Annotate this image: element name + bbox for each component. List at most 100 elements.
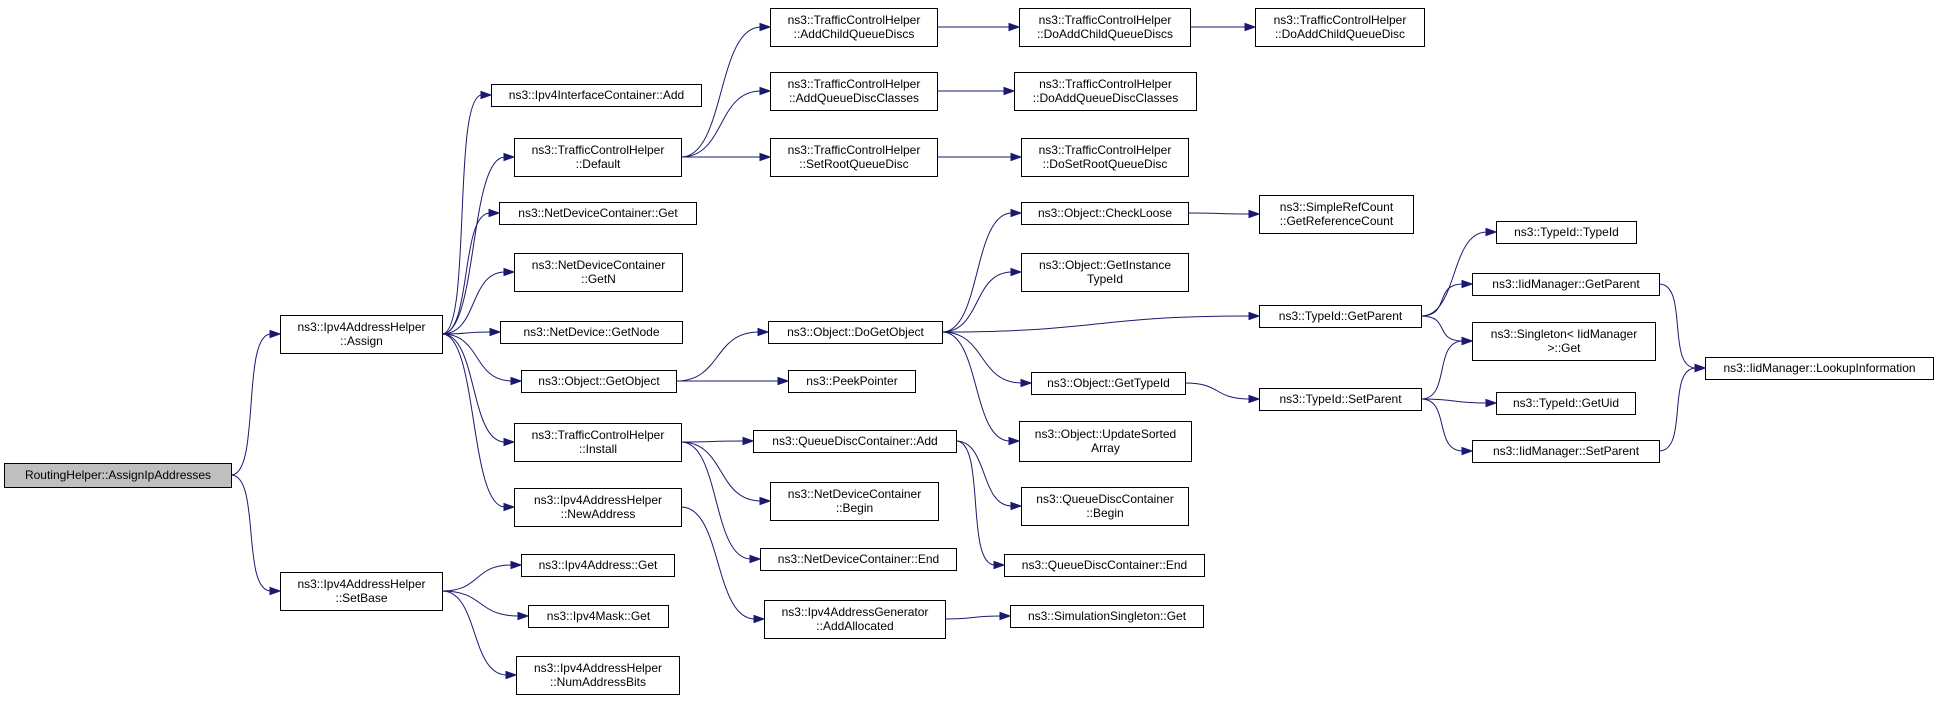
node-label-line: ::Assign <box>340 334 383 348</box>
function-node-newAddress[interactable]: ns3::Ipv4AddressHelper::NewAddress <box>514 488 682 527</box>
node-box <box>764 600 946 639</box>
function-node-tchDefault[interactable]: ns3::TrafficControlHelper::Default <box>514 138 682 177</box>
node-box <box>280 315 443 354</box>
function-node-qdcAdd[interactable]: ns3::QueueDiscContainer::Add <box>753 430 957 453</box>
function-node-ipv4AddrGet[interactable]: ns3::Ipv4Address::Get <box>521 554 675 577</box>
call-edge-tchInstall-to-qdcAdd <box>680 436 755 446</box>
function-node-typeIdTypeId[interactable]: ns3::TypeId::TypeId <box>1496 221 1637 244</box>
arrowhead <box>759 496 772 506</box>
node-box <box>514 138 682 177</box>
node-box <box>1259 305 1422 328</box>
call-edge-doGetObject-to-updateSortedArray <box>941 331 1021 446</box>
node-label-line: ::DoAddChildQueueDisc <box>1275 27 1405 41</box>
node-label-line: ns3::IidManager::LookupInformation <box>1723 361 1915 375</box>
function-node-maskGet[interactable]: ns3::Ipv4Mask::Get <box>528 605 669 628</box>
call-edge-iidSetParent-to-lookupInfo <box>1658 363 1707 452</box>
function-node-routing[interactable]: RoutingHelper::AssignIpAddresses <box>4 463 232 488</box>
function-node-numAddrBits[interactable]: ns3::Ipv4AddressHelper::NumAddressBits <box>516 656 680 695</box>
function-node-objGetTypeId[interactable]: ns3::Object::GetTypeId <box>1031 372 1186 395</box>
function-node-checkLoose[interactable]: ns3::Object::CheckLoose <box>1021 202 1189 225</box>
call-edge-setbase-to-maskGet <box>441 590 530 621</box>
function-node-addQDClasses[interactable]: ns3::TrafficControlHelper::AddQueueDiscC… <box>770 72 938 111</box>
function-node-qdcBegin[interactable]: ns3::QueueDiscContainer::Begin <box>1021 487 1189 526</box>
function-node-doGetObject[interactable]: ns3::Object::DoGetObject <box>768 321 943 344</box>
node-label-line: ns3::Object::UpdateSorted <box>1035 427 1176 441</box>
node-box <box>1021 253 1189 292</box>
node-label-line: ::DoSetRootQueueDisc <box>1043 157 1168 171</box>
function-node-addChildQD[interactable]: ns3::TrafficControlHelper::AddChildQueue… <box>770 8 938 47</box>
function-node-objGetObject[interactable]: ns3::Object::GetObject <box>521 370 677 393</box>
arrowhead <box>993 560 1006 570</box>
node-box <box>1472 440 1660 463</box>
call-edge-assign-to-ndcGetN <box>441 267 516 335</box>
arrowhead <box>999 611 1012 621</box>
function-node-setbase[interactable]: ns3::Ipv4AddressHelper::SetBase <box>280 572 443 611</box>
function-node-setRootQD[interactable]: ns3::TrafficControlHelper::SetRootQueueD… <box>770 138 938 177</box>
node-label-line: ::AddQueueDiscClasses <box>789 91 919 105</box>
arrowhead <box>1485 227 1498 237</box>
arrowhead <box>777 376 790 386</box>
node-label-line: ns3::Object::GetTypeId <box>1047 376 1170 390</box>
function-node-assign[interactable]: ns3::Ipv4AddressHelper::Assign <box>280 315 443 354</box>
call-edge-typeIdGetParent-to-typeIdTypeId <box>1420 227 1498 317</box>
function-node-doSetRootQD[interactable]: ns3::TrafficControlHelper::DoSetRootQueu… <box>1021 138 1189 177</box>
node-box <box>4 463 232 488</box>
function-node-ifcAdd[interactable]: ns3::Ipv4InterfaceContainer::Add <box>491 84 702 107</box>
function-node-doAddChildQD[interactable]: ns3::TrafficControlHelper::DoAddChildQue… <box>1255 8 1425 47</box>
function-node-ndcGet[interactable]: ns3::NetDeviceContainer::Get <box>499 202 697 225</box>
node-label-line: ::Begin <box>1086 506 1123 520</box>
arrowhead <box>757 327 770 337</box>
function-node-typeIdSetParent[interactable]: ns3::TypeId::SetParent <box>1259 388 1422 411</box>
function-node-iidGetParent[interactable]: ns3::IidManager::GetParent <box>1472 273 1660 296</box>
node-box <box>1496 392 1636 415</box>
function-node-qdcEnd[interactable]: ns3::QueueDiscContainer::End <box>1004 554 1205 577</box>
call-edge-typeIdSetParent-to-iidSetParent <box>1420 398 1474 456</box>
node-label-line: ns3::SimulationSingleton::Get <box>1028 609 1187 623</box>
call-edge-objGetObject-to-doGetObject <box>675 327 770 382</box>
node-label-line: ns3::IidManager::GetParent <box>1492 277 1640 291</box>
node-label-line: ns3::NetDevice::GetNode <box>523 325 659 339</box>
function-node-addAllocated[interactable]: ns3::Ipv4AddressGenerator::AddAllocated <box>764 600 946 639</box>
function-node-ndcBegin[interactable]: ns3::NetDeviceContainer::Begin <box>770 482 939 521</box>
node-label-line: >::Get <box>1547 341 1581 355</box>
function-node-ndcEnd[interactable]: ns3::NetDeviceContainer::End <box>760 548 957 571</box>
node-label-line: ns3::QueueDiscContainer::Add <box>772 434 937 448</box>
function-node-typeIdGetUid[interactable]: ns3::TypeId::GetUid <box>1496 392 1636 415</box>
call-edge-newAddress-to-addAllocated <box>680 506 766 624</box>
arrowhead <box>505 670 518 680</box>
node-label-line: ns3::TrafficControlHelper <box>1039 77 1172 91</box>
node-box <box>1472 322 1656 361</box>
arrowhead <box>1010 152 1023 162</box>
function-node-getRefCount[interactable]: ns3::SimpleRefCount::GetReferenceCount <box>1259 195 1414 234</box>
function-node-tchInstall[interactable]: ns3::TrafficControlHelper::Install <box>514 423 682 462</box>
arrowhead <box>503 152 516 162</box>
function-node-singletonGet[interactable]: ns3::Singleton< IidManager >::Get <box>1472 322 1656 361</box>
node-box <box>521 370 677 393</box>
function-node-ndGetNode[interactable]: ns3::NetDevice::GetNode <box>500 321 683 344</box>
function-node-iidSetParent[interactable]: ns3::IidManager::SetParent <box>1472 440 1660 463</box>
node-label-line: ns3::Ipv4AddressHelper <box>297 320 425 334</box>
node-label-line: ::AddAllocated <box>816 619 893 633</box>
call-edge-qdcAdd-to-qdcEnd <box>955 440 1006 570</box>
call-edge-assign-to-objGetObject <box>441 333 523 386</box>
node-box <box>1472 273 1660 296</box>
node-box <box>500 321 683 344</box>
function-node-lookupInfo[interactable]: ns3::IidManager::LookupInformation <box>1705 357 1934 380</box>
function-node-simSingletonGet[interactable]: ns3::SimulationSingleton::Get <box>1010 605 1204 628</box>
function-node-doAddChildQDs[interactable]: ns3::TrafficControlHelper::DoAddChildQue… <box>1019 8 1191 47</box>
node-box <box>768 321 943 344</box>
function-node-ndcGetN[interactable]: ns3::NetDeviceContainer::GetN <box>514 253 683 292</box>
function-node-typeIdGetParent[interactable]: ns3::TypeId::GetParent <box>1259 305 1422 328</box>
call-edge-tchDefault-to-addChildQD <box>680 22 772 158</box>
function-node-doAddQDClasses[interactable]: ns3::TrafficControlHelper::DoAddQueueDis… <box>1014 72 1197 111</box>
call-edge-iidGetParent-to-lookupInfo <box>1658 283 1707 373</box>
call-edge-assign-to-ndcGet <box>441 208 501 335</box>
function-node-peekPointer[interactable]: ns3::PeekPointer <box>788 370 916 393</box>
node-box <box>1019 421 1192 462</box>
call-edge-checkLoose-to-getRefCount <box>1187 209 1261 219</box>
node-label-line: ns3::Ipv4Mask::Get <box>547 609 651 623</box>
arrowhead <box>759 86 772 96</box>
